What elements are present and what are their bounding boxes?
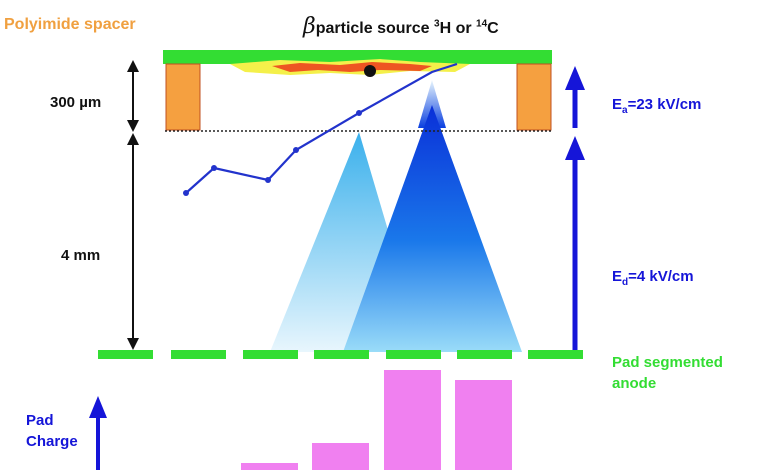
field-d-arrow — [565, 136, 585, 352]
spacer-left — [165, 63, 201, 131]
source-label: βparticle source 3H or 14C — [303, 14, 499, 39]
anode-pad — [386, 350, 441, 359]
anode-pad — [528, 350, 583, 359]
charge-bar — [455, 380, 512, 470]
avalanche-cone-dark-top — [418, 80, 446, 128]
anode-pad — [243, 350, 298, 359]
charge-bar — [312, 443, 369, 470]
pad-charge-label: Pad Charge — [26, 412, 78, 450]
spacer-right — [516, 63, 552, 131]
field-a-arrow — [565, 66, 585, 128]
field-d-label: Ed=4 kV/cm — [612, 268, 694, 288]
field-a-label: Ea=23 kV/cm — [612, 96, 702, 116]
anode-pad — [171, 350, 226, 359]
beta-symbol: β — [303, 14, 316, 39]
gap-large-label: 4 mm — [61, 247, 101, 264]
anode-label: Pad segmented anode — [612, 354, 723, 392]
anode-pads — [98, 350, 583, 359]
charge-axis-arrow — [89, 396, 107, 470]
charge-bar — [241, 463, 298, 470]
track-nodes — [183, 110, 362, 196]
spacer-label: Polyimide spacer — [4, 16, 136, 33]
anode-pad — [457, 350, 512, 359]
source-point — [364, 65, 376, 77]
charge-bar — [384, 370, 441, 470]
charge-bars — [241, 370, 512, 470]
anode-pad — [98, 350, 153, 359]
source-deposit-red — [272, 62, 432, 72]
avalanche-cone-dark — [343, 105, 522, 352]
gap-small-label: 300 µm — [50, 94, 102, 111]
top-electrode — [163, 50, 552, 64]
anode-pad — [314, 350, 369, 359]
